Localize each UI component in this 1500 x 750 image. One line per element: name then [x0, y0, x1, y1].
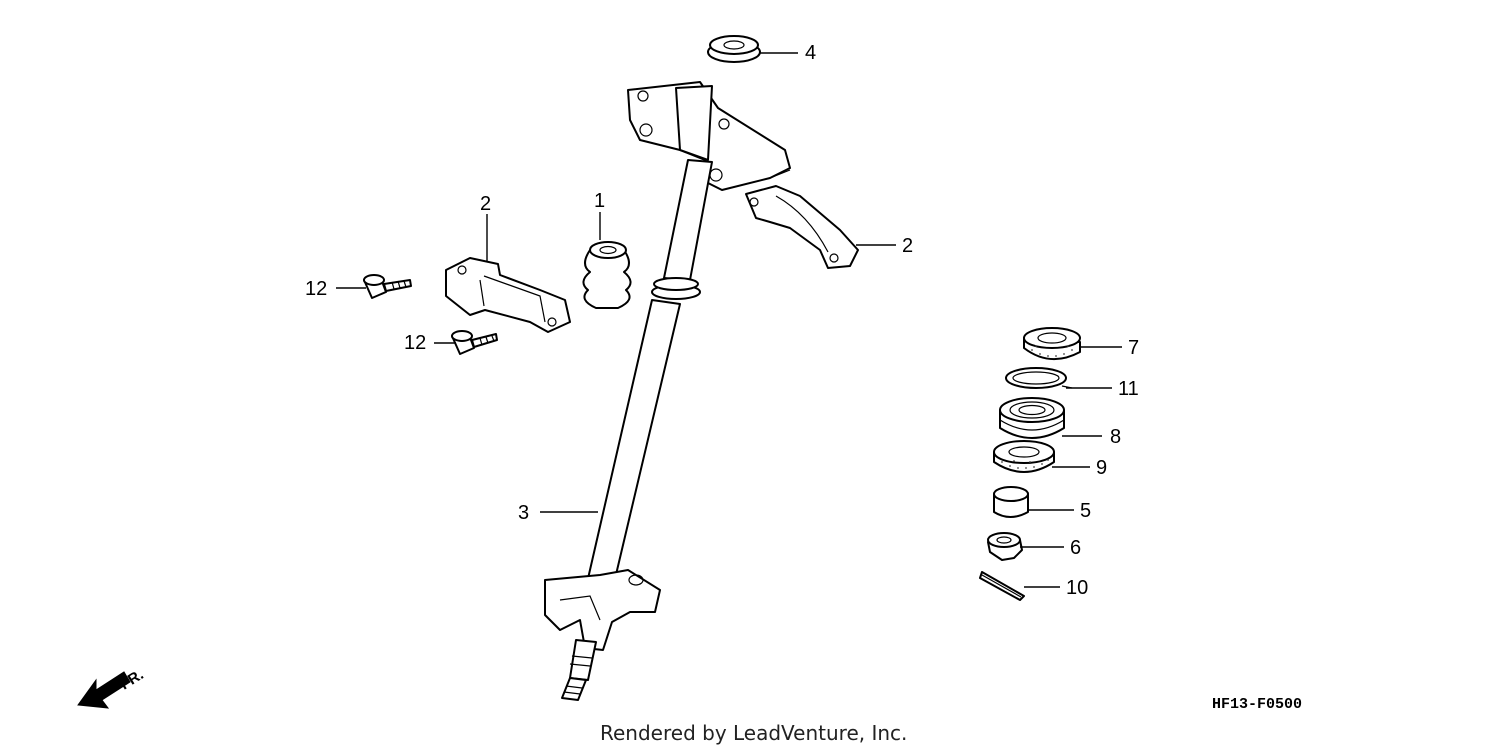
dust-seal-part-9[interactable]: [993, 440, 1055, 473]
callout-12-lower: 12: [404, 332, 426, 354]
callout-labels: 4 1 2 2 12 12 3 7 11 8 9 5 6 10: [305, 42, 1139, 599]
cotter-pin-part-10[interactable]: [979, 571, 1025, 601]
callout-5: 5: [1080, 500, 1091, 522]
render-credit: Rendered by LeadVenture, Inc.: [600, 721, 907, 745]
callout-2-left: 2: [480, 193, 491, 215]
steering-shaft-part[interactable]: [544, 81, 791, 701]
callout-7: 7: [1128, 337, 1139, 359]
callout-9: 9: [1096, 457, 1107, 479]
circlip-part-11[interactable]: [1005, 367, 1073, 389]
callout-4: 4: [805, 42, 816, 64]
callout-12-upper: 12: [305, 278, 327, 300]
shaft-holder-left[interactable]: [445, 257, 571, 333]
bushing-part-4[interactable]: [707, 35, 761, 63]
collar-part-5[interactable]: [993, 486, 1029, 518]
callout-8: 8: [1110, 426, 1121, 448]
diagram-code: HF13-F0500: [1212, 696, 1302, 713]
front-label: FR.: [117, 666, 147, 693]
callout-10: 10: [1066, 577, 1088, 599]
dust-boot-part-1[interactable]: [582, 241, 632, 309]
callout-2-right: 2: [902, 235, 913, 257]
front-direction-indicator: FR.: [77, 666, 147, 709]
bearing-part-8[interactable]: [999, 397, 1065, 439]
flange-bolt-upper[interactable]: [363, 274, 412, 299]
leader-lines: [336, 52, 1122, 588]
front-arrow-icon: [77, 671, 131, 709]
castle-nut-part-6[interactable]: [987, 532, 1023, 561]
flange-bolt-lower[interactable]: [451, 330, 498, 355]
callout-11: 11: [1118, 378, 1139, 400]
oil-seal-part-7[interactable]: [1023, 327, 1081, 360]
callout-3: 3: [518, 502, 529, 524]
callout-6: 6: [1070, 537, 1081, 559]
callout-1: 1: [594, 190, 605, 212]
shaft-holder-right[interactable]: [745, 185, 859, 269]
